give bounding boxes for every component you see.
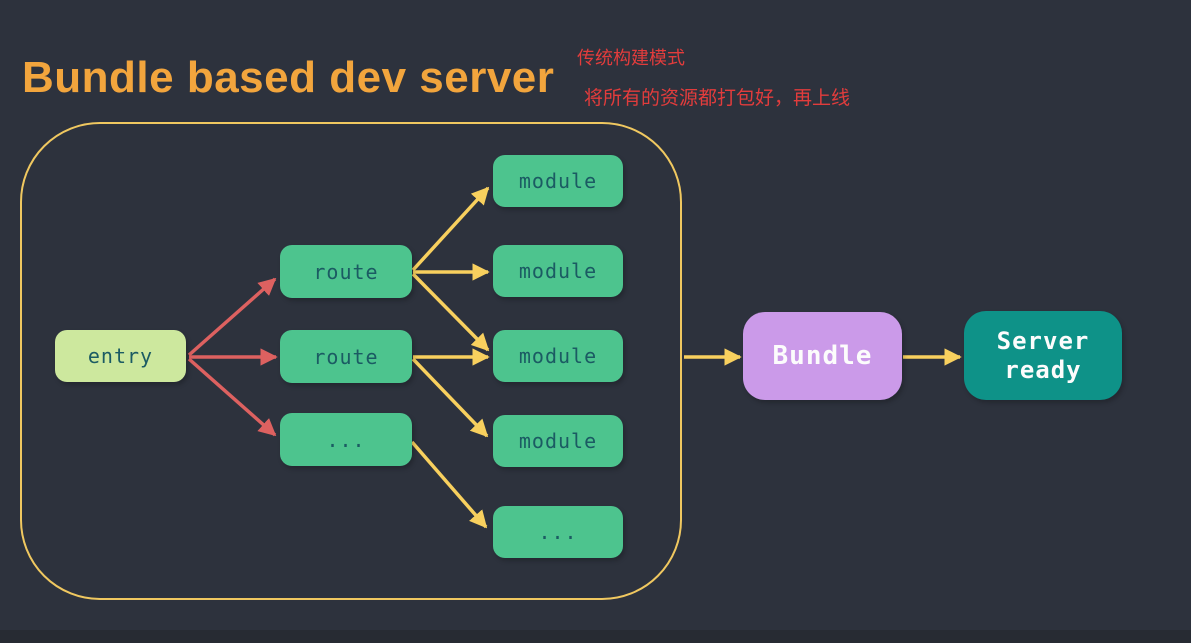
node-bundle: Bundle [743, 312, 902, 400]
node-route-2: route [280, 330, 412, 383]
node-module-4: module [493, 415, 623, 467]
page-title: Bundle based dev server [22, 53, 555, 103]
node-module-1: module [493, 155, 623, 207]
node-module-more-label: ... [538, 520, 578, 544]
node-bundle-label: Bundle [772, 341, 873, 371]
node-route-more: ... [280, 413, 412, 466]
node-module-more: ... [493, 506, 623, 558]
node-entry-label: entry [87, 344, 154, 368]
node-route-1-label: route [313, 259, 379, 284]
node-module-3: module [493, 330, 623, 382]
annotation-line-2: 将所有的资源都打包好，再上线 [584, 88, 851, 109]
node-entry: entry [55, 330, 186, 382]
node-server-ready-label-line-2: ready [1004, 355, 1082, 384]
node-module-2-label: module [518, 259, 598, 283]
bundle-scope-outline [20, 122, 682, 600]
node-route-more-label: ... [326, 427, 366, 452]
annotation-line-1: 传统构建模式 [577, 48, 685, 68]
node-route-1: route [280, 245, 412, 298]
node-server-ready-label-line-1: Server [996, 326, 1090, 355]
node-server-ready: Server ready [964, 311, 1122, 400]
bottom-letterbox [0, 630, 1191, 643]
node-route-2-label: route [313, 344, 379, 369]
node-module-4-label: module [518, 429, 598, 453]
node-module-2: module [493, 245, 623, 297]
node-module-1-label: module [518, 169, 598, 193]
node-module-3-label: module [518, 344, 598, 368]
